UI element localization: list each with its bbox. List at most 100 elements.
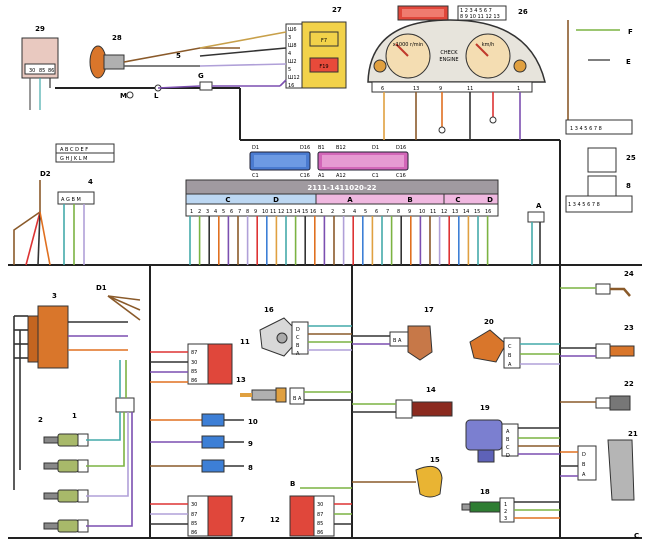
right-plug-pins: 1 3 4 5 6 7 8 <box>570 126 602 132</box>
fuse-f7: F7 <box>321 38 327 44</box>
ecu-pin-label: 8 <box>397 209 400 215</box>
component-19-sensor: 19 A B C D <box>465 404 560 463</box>
fuse-icon <box>201 413 225 427</box>
label-9: 9 <box>248 440 253 448</box>
relay11-30: 30 <box>191 360 197 366</box>
label-8-top: 8 <box>626 182 631 190</box>
label-20: 20 <box>484 318 494 326</box>
ecu-pin-label: 15 <box>474 209 480 215</box>
injector-tip <box>43 462 59 470</box>
conn-right-a1: A1 <box>318 173 325 179</box>
component-3-ignition-coil: 3 <box>13 292 128 490</box>
component-24-sensor: 24 <box>560 270 634 297</box>
label-26: 26 <box>518 8 528 16</box>
label-22: 22 <box>624 380 634 388</box>
label-28: 28 <box>112 34 122 42</box>
relay7-86: 86 <box>191 530 197 536</box>
component-23-sensor: 23 <box>560 324 635 359</box>
relay29-pin-85: 85 <box>39 68 45 74</box>
label-11: 11 <box>240 338 250 346</box>
ecu-connector-right-icon: B1 B12 D1 D16 A1 A12 C1 C16 <box>317 145 409 179</box>
s18-pin-1: 1 <box>504 502 507 508</box>
s17-ba: B A <box>393 338 402 344</box>
label-a-top: A <box>536 202 542 210</box>
ecu-pin-label: 2 <box>331 209 334 215</box>
label-14: 14 <box>426 386 436 394</box>
ecu-pin-label: 3 <box>342 209 345 215</box>
fuse27-pin: 5 <box>288 67 291 73</box>
conn-left-d1: D1 <box>252 145 259 151</box>
component-12-relay: 12 B 30 87 85 86 <box>270 480 352 537</box>
component-7-relay: 7 30 87 85 86 <box>150 495 245 537</box>
ecu-pin-label: 1 <box>320 209 323 215</box>
tach-label: x1000 r/min <box>393 42 423 48</box>
conn-right-c16: C16 <box>396 173 406 179</box>
ecu-block-c: C <box>225 196 230 204</box>
component-18-sensor: 18 1 2 3 <box>461 488 560 523</box>
ecu-pin-label: 7 <box>386 209 389 215</box>
ecu-pin-label: 3 <box>206 209 209 215</box>
ecu-block-a: A <box>347 196 353 204</box>
fuse-f19: F19 <box>319 64 328 70</box>
ecu-connector-left-icon: D1 D16 C1 C16 <box>249 145 311 179</box>
diag-row1: A B C D E F <box>60 147 88 153</box>
s19-d: D <box>506 453 510 459</box>
label-f: F <box>628 28 633 36</box>
ecu-block-b: B <box>407 196 412 204</box>
component-29-relay: 29 30 85 86 <box>21 25 59 110</box>
connector-a-small: A <box>527 202 545 265</box>
label-29: 29 <box>35 25 45 33</box>
relay11-85: 85 <box>191 369 197 375</box>
top-plug-pins-row1: 1 2 3 4 5 6 7 <box>460 8 492 14</box>
ecu-pin-label: 15 <box>302 209 308 215</box>
m21-pins-3: A <box>582 472 586 478</box>
ecu-block-d: D <box>273 196 279 204</box>
ecu-pin-label: 8 <box>246 209 249 215</box>
label-7: 7 <box>240 516 245 524</box>
component-13-sensor: 13 B A <box>236 376 352 405</box>
ecu-pin-label: 6 <box>230 209 233 215</box>
ecu-part-number: 2111-1411020-22 <box>307 184 376 192</box>
label-25: 25 <box>626 154 636 162</box>
right-top-connectors: F E 1 3 4 5 6 7 8 25 8 1 3 4 5 6 7 8 <box>565 20 636 213</box>
ecu-pin-label: 9 <box>408 209 411 215</box>
ecu-pin-label: 13 <box>286 209 292 215</box>
label-c-bottom: C <box>634 532 639 540</box>
injector-group: 1 2 <box>38 412 89 533</box>
conn-right-c1: C1 <box>372 173 379 179</box>
right-plug2-pins: 1 3 4 5 6 7 8 <box>568 202 600 208</box>
label-m: M <box>120 92 127 100</box>
ecu-pin-label: 4 <box>353 209 356 215</box>
cluster-pin: 6 <box>381 86 384 92</box>
sensor13-ab: B A <box>293 396 302 402</box>
ecu-block-c2: C <box>455 196 460 204</box>
cluster-pin: 13 <box>413 86 419 92</box>
label-4: 4 <box>88 178 93 186</box>
conn-right-b12: B12 <box>336 145 346 151</box>
ecu-pin-label: 4 <box>214 209 217 215</box>
s19-a: A <box>506 429 510 435</box>
component-14-sensor: 14 <box>352 386 453 419</box>
cluster-pin: 9 <box>439 86 442 92</box>
component-20-sensor: 20 C B A <box>469 318 560 369</box>
m21-pins-1: D <box>582 452 586 458</box>
label-8: 8 <box>248 464 253 472</box>
component-21-module: 21 D B A C <box>560 430 639 540</box>
component-17-sensor: 17 B A <box>352 306 434 361</box>
fuse27-pin: 16 <box>288 83 294 89</box>
label-18: 18 <box>480 488 490 496</box>
top-plug-pins-row2: 8 9 10 11 12 13 <box>460 14 500 20</box>
connector-4: D2 4 A G B M <box>13 170 95 266</box>
fuse27-pin: Ш8 <box>288 43 297 49</box>
ecu-block-d2: D <box>487 196 493 204</box>
ecu-pin-label: 16 <box>485 209 491 215</box>
ecu-pin-label: 10 <box>419 209 425 215</box>
ecu-pin-label: 14 <box>463 209 469 215</box>
ecu-wire-bundle <box>189 216 489 265</box>
